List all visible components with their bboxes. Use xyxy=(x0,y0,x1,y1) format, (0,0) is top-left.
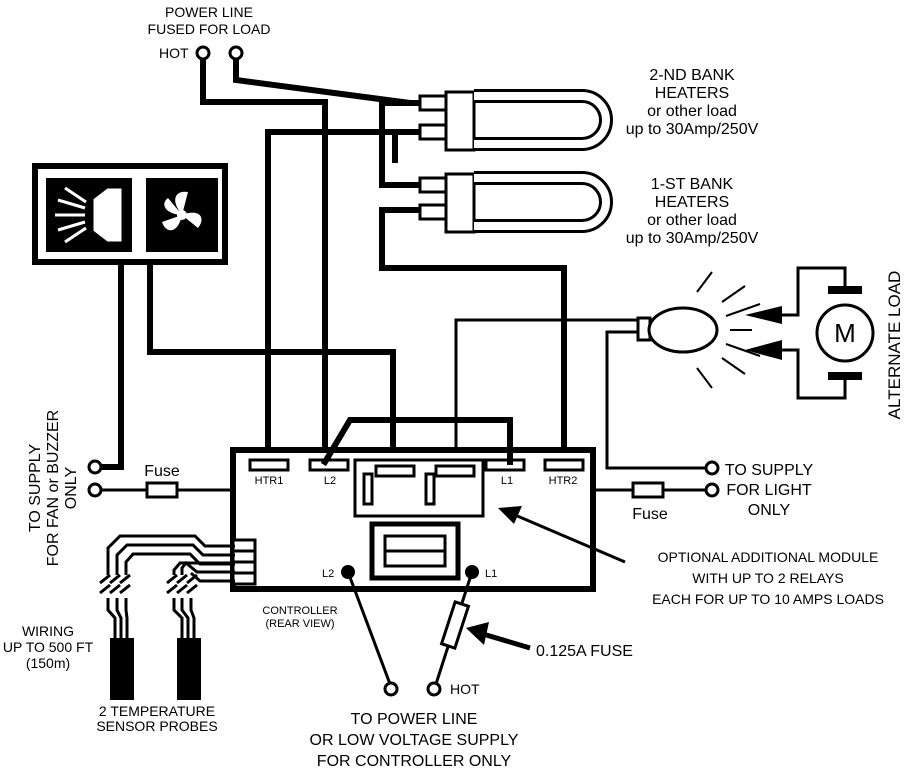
power-supply-line2: OR LOW VOLTAGE SUPPLY xyxy=(310,732,519,749)
module-line1: OPTIONAL ADDITIONAL MODULE xyxy=(658,549,879,565)
fuse-0125-label: 0.125A FUSE xyxy=(536,643,633,660)
power-terminal-l2 xyxy=(383,681,399,697)
hot-top-label: HOT xyxy=(159,45,189,61)
fuse-right xyxy=(631,481,665,499)
fan-supply-terminal-2 xyxy=(87,482,103,498)
bank2-line3: or other load xyxy=(647,103,737,120)
power-supply-line1: TO POWER LINE xyxy=(351,711,478,728)
bank1-line3: or other load xyxy=(647,212,737,229)
module-line3: EACH FOR UP TO 10 AMPS LOADS xyxy=(652,591,884,607)
l2-term-label: L2 xyxy=(324,475,336,487)
fuse-left-label: Fuse xyxy=(144,463,180,480)
light-supply-terminal-2 xyxy=(704,482,720,498)
neutral-terminal-top xyxy=(228,45,244,61)
l2-post-label: L2 xyxy=(322,568,334,580)
fan-supply-line1: TO SUPPLY xyxy=(27,444,44,533)
probes-line2: SENSOR PROBES xyxy=(96,718,217,734)
htr1-label: HTR1 xyxy=(255,475,284,487)
fuse-right-label: Fuse xyxy=(632,506,668,523)
fused-for-load-label: FUSED FOR LOAD xyxy=(148,21,271,37)
power-terminal-hot xyxy=(426,681,442,697)
bank2-line2: HEATERS xyxy=(655,85,729,102)
controller-rear-view-label: (REAR VIEW) xyxy=(265,618,334,630)
wiring-line1: WIRING xyxy=(22,623,74,639)
terminal-l2 xyxy=(308,458,350,472)
motor-icon xyxy=(782,266,875,400)
controller-box xyxy=(230,417,596,592)
wiring-line3: (150m) xyxy=(26,655,70,671)
terminal-htr2 xyxy=(543,458,585,472)
terminal-l1 xyxy=(484,458,526,472)
heater-bank-2 xyxy=(418,89,613,152)
alternate-load-label: ALTERNATE LOAD xyxy=(885,271,904,420)
temperature-probe-2 xyxy=(177,638,201,700)
power-supply-line3: FOR CONTROLLER ONLY xyxy=(317,753,512,770)
module-line2: WITH UP TO 2 RELAYS xyxy=(692,570,843,586)
fan-supply-line3: ONLY xyxy=(63,466,80,509)
temperature-probe-1 xyxy=(110,638,134,700)
hot-bottom-label: HOT xyxy=(450,681,480,697)
text-labels: POWER LINE FUSED FOR LOAD HOT 2-ND BANK … xyxy=(3,4,904,770)
power-line-label: POWER LINE xyxy=(165,4,253,20)
fan-supply-terminal-1 xyxy=(87,459,103,475)
bank1-line4: up to 30Amp/250V xyxy=(626,230,759,247)
probes-line1: 2 TEMPERATURE xyxy=(99,703,215,719)
sensor-probe-wires xyxy=(99,534,235,700)
controller-power-wires xyxy=(346,571,531,697)
wiring-line2: UP TO 500 FT xyxy=(3,639,94,655)
heater-bank-1 xyxy=(418,171,613,234)
light-supply-line1: TO SUPPLY xyxy=(725,462,814,479)
bank1-line2: HEATERS xyxy=(655,194,729,211)
fuse-0125a xyxy=(439,600,471,650)
controller-label: CONTROLLER xyxy=(262,605,337,617)
module-pointer-arrow xyxy=(498,506,626,564)
htr2-label: HTR2 xyxy=(549,475,578,487)
fan-supply-line2: FOR FAN or BUZZER xyxy=(45,410,62,566)
light-supply-line3: ONLY xyxy=(748,502,791,519)
light-bulb-icon xyxy=(454,271,782,462)
bank2-line4: up to 30Amp/250V xyxy=(626,121,759,138)
l1-term-label: L1 xyxy=(501,475,513,487)
fuse-left xyxy=(145,481,179,499)
fan-buzzer-box xyxy=(32,163,396,470)
light-supply-line2: FOR LIGHT xyxy=(726,482,812,499)
l1-post-label: L1 xyxy=(485,568,497,580)
bank2-line1: 2-ND BANK xyxy=(649,67,735,84)
light-supply-terminal-1 xyxy=(704,460,720,476)
terminal-htr1 xyxy=(248,458,290,472)
motor-label: M xyxy=(834,318,856,348)
hot-terminal-top xyxy=(195,45,211,61)
bank1-line1: 1-ST BANK xyxy=(651,176,734,193)
heater-wires xyxy=(265,100,567,465)
